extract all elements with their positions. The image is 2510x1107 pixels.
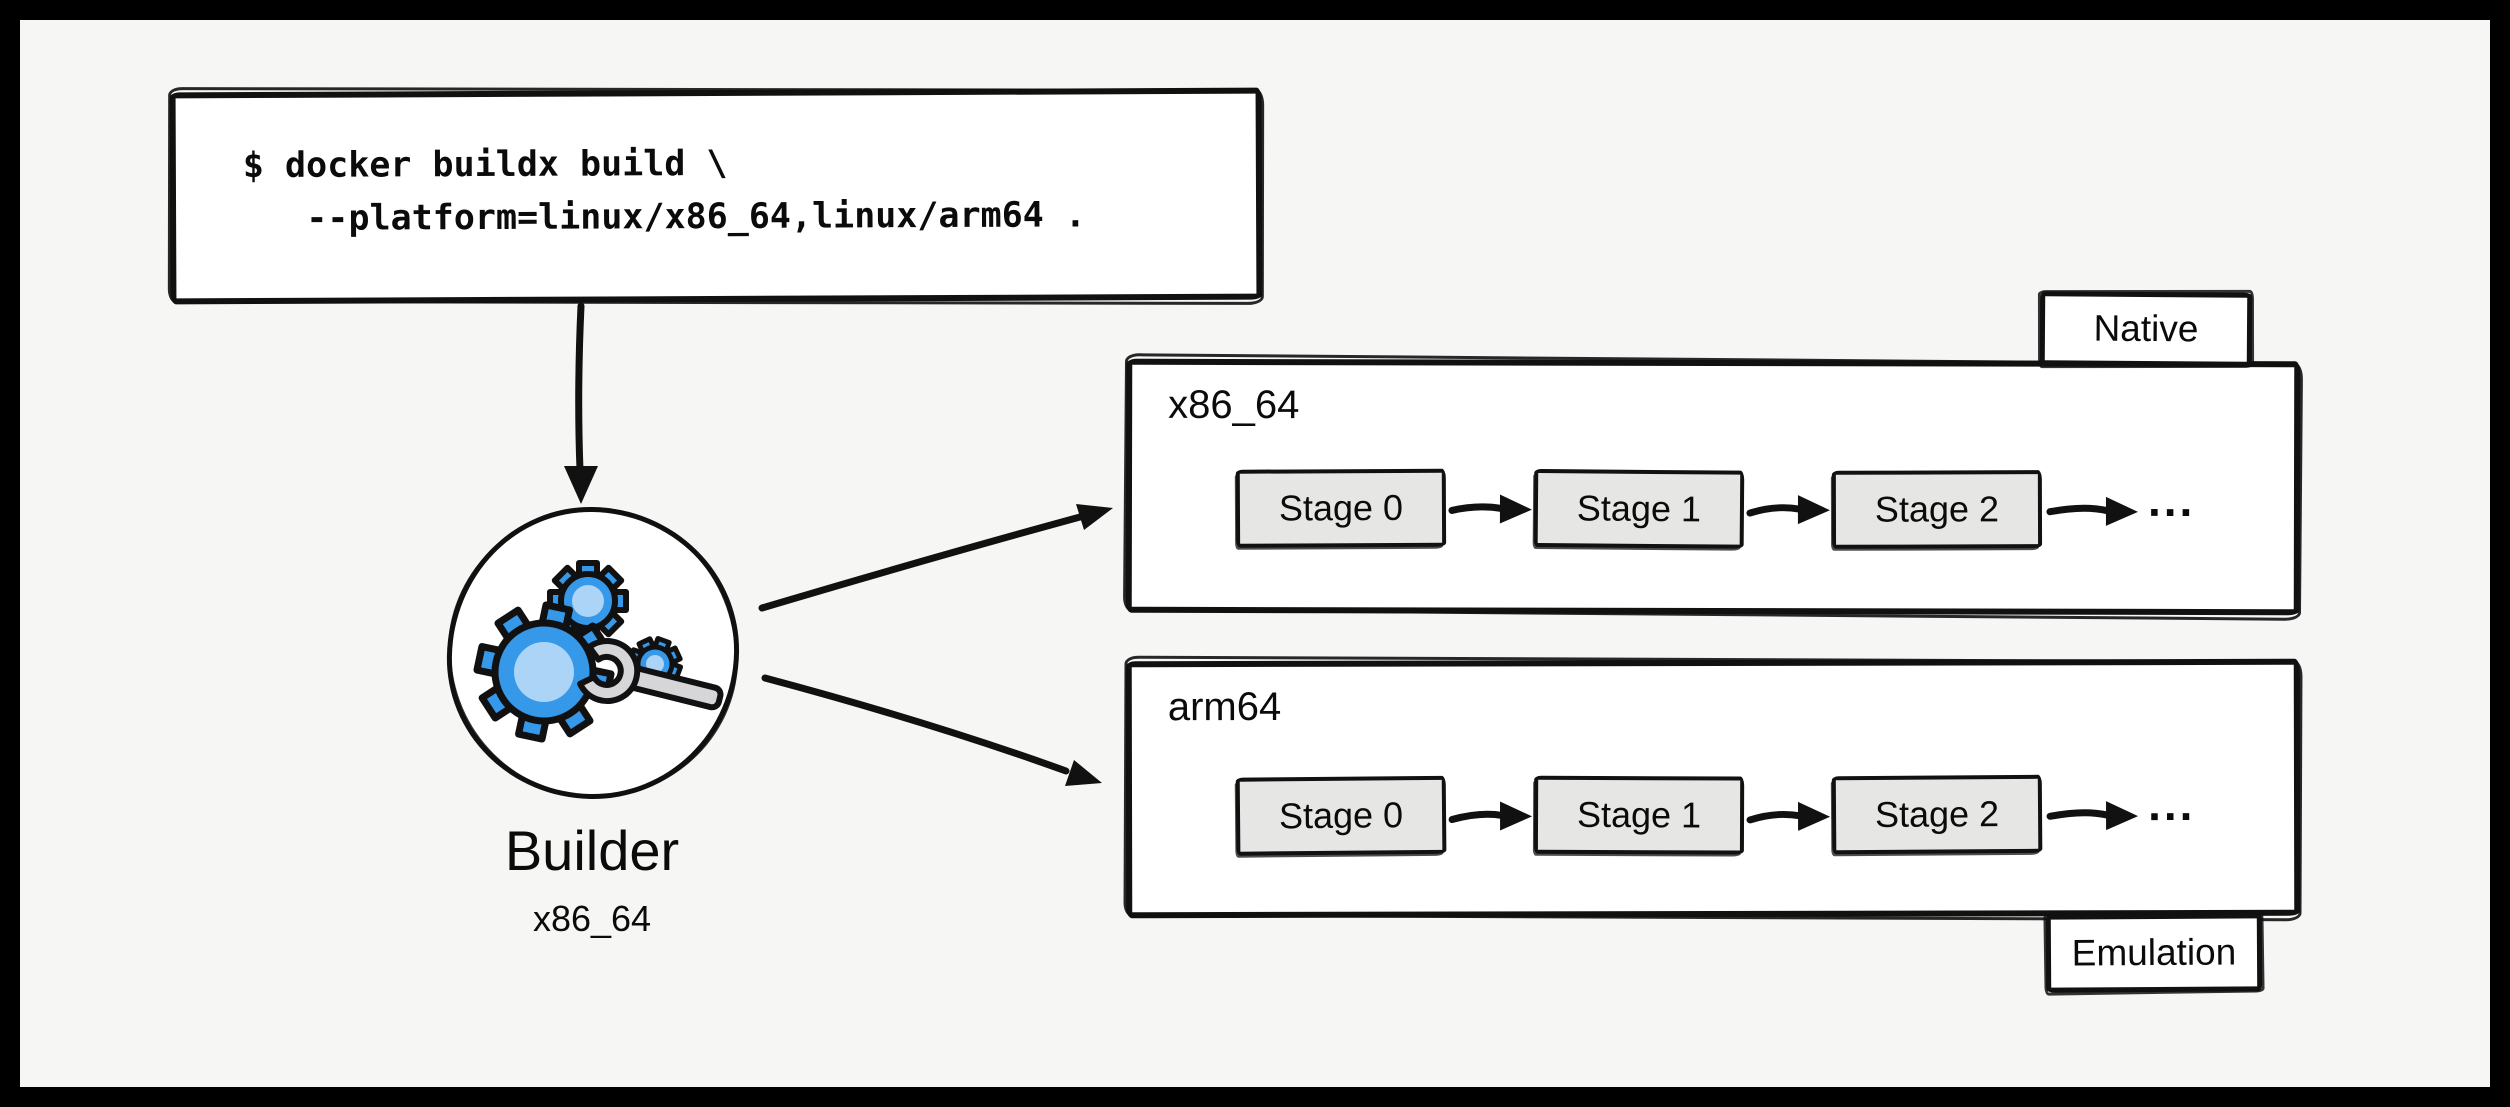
stage-box: Stage 1 xyxy=(1533,775,1745,855)
command-line-2: --platform=linux/x86_64,linux/arm64 . xyxy=(243,195,1087,240)
stage-box: Stage 2 xyxy=(1831,774,2043,855)
pipeline-arch-label: x86_64 xyxy=(1168,382,1300,428)
stage-arrow-icon xyxy=(1448,801,1533,831)
stage-row: Stage 0 Stage 1 Stage 2 ... xyxy=(1235,774,2196,856)
arrow-builder-to-arm-pipeline xyxy=(761,674,1102,786)
ellipsis-label: ... xyxy=(2147,473,2196,527)
command-box: $ docker buildx build \ --platform=linux… xyxy=(169,87,1263,305)
pipeline-arch-label: arm64 xyxy=(1167,684,1282,730)
badge-emulation: Emulation xyxy=(2045,913,2263,993)
stage-box: Stage 2 xyxy=(1831,470,2043,549)
command-text: $ docker buildx build \ --platform=linux… xyxy=(243,136,1086,246)
arrow-command-to-builder xyxy=(564,302,598,504)
stage-row: Stage 0 Stage 1 Stage 2 ... xyxy=(1235,468,2196,549)
badge-native: Native xyxy=(2039,291,2253,367)
stage-box: Stage 0 xyxy=(1235,468,1447,548)
wrench-icon xyxy=(577,638,724,711)
stage-arrow-icon xyxy=(1448,494,1532,524)
pipeline-box-x86_64: x86_64 Stage 0 Stage 1 Stage 2 ... xyxy=(1125,358,2301,616)
ellipsis-label: ... xyxy=(2147,777,2196,831)
stage-box: Stage 1 xyxy=(1533,468,1745,549)
stage-arrow-icon xyxy=(1746,801,1831,831)
gears-and-wrench-icon xyxy=(473,560,724,743)
pipeline-box-arm64: arm64 Stage 0 Stage 1 Stage 2 ... xyxy=(1125,658,2301,919)
builder-label: Builder xyxy=(504,819,680,882)
stage-arrow-icon xyxy=(1746,495,1830,525)
stage-arrow-icon xyxy=(2046,801,2139,831)
stage-box: Stage 0 xyxy=(1235,775,1447,856)
command-line-1: $ docker buildx build \ xyxy=(242,143,728,187)
stage-arrow-icon xyxy=(2046,496,2138,526)
arrow-builder-to-x86-pipeline xyxy=(758,504,1113,612)
builder-arch-label: x86_64 xyxy=(532,898,652,939)
